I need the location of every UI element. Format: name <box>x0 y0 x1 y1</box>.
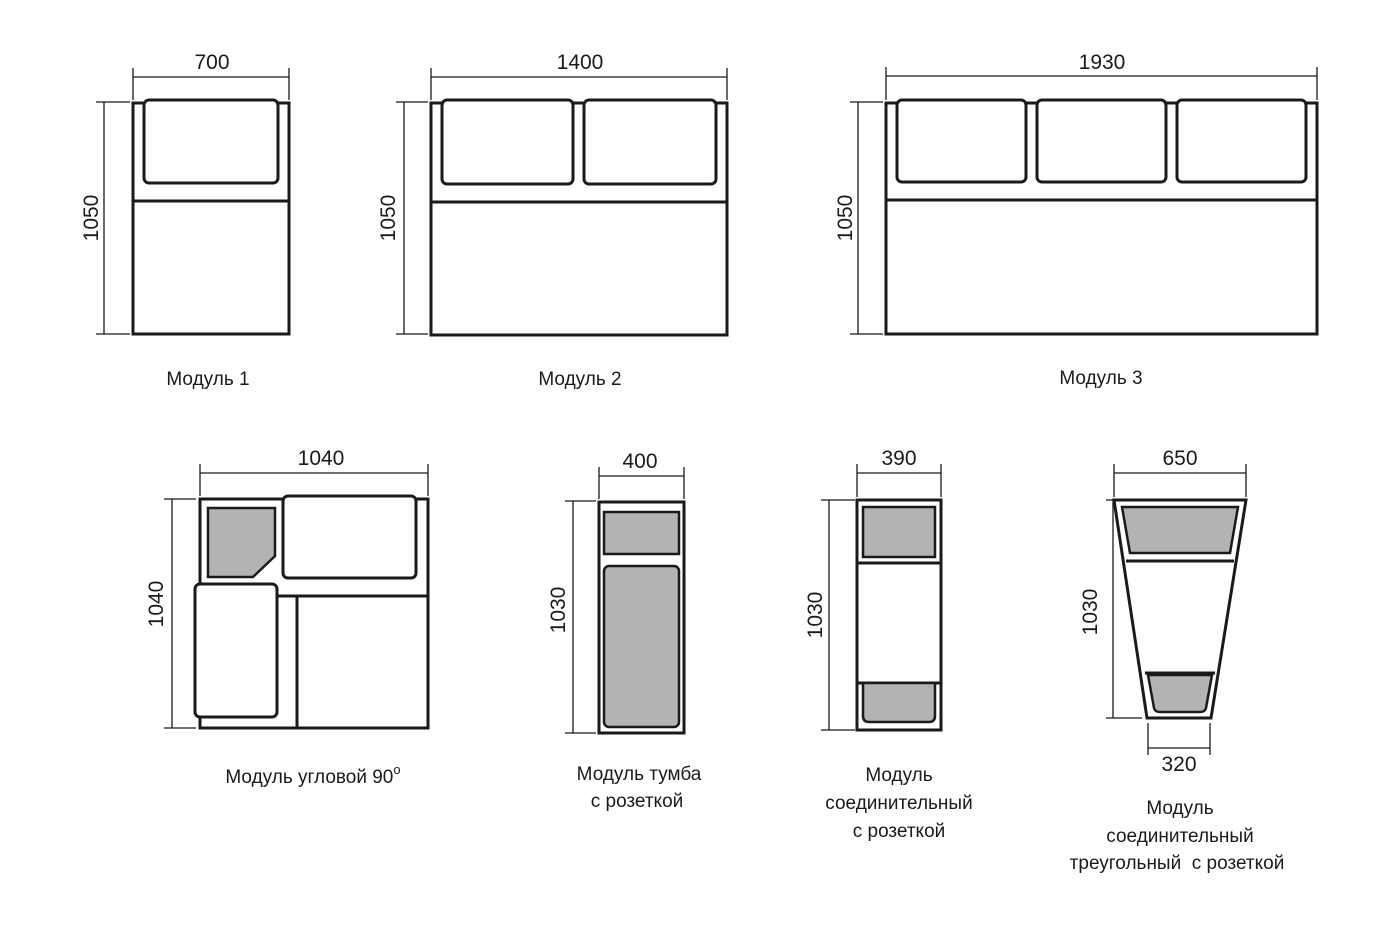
height-dimension: 1050 <box>834 101 883 335</box>
width-label: 700 <box>194 51 229 74</box>
height-label: 1040 <box>145 581 168 628</box>
width-dimension: 390 <box>856 447 942 497</box>
height-dimension: 1030 <box>1079 499 1142 719</box>
module-tumba: 400 1030 Модуль тумба с розеткой <box>547 450 702 812</box>
module-caption: Модуль угловой 90о <box>225 762 400 788</box>
back-cushion <box>1175 98 1308 184</box>
back-cushion <box>582 98 718 186</box>
bottom-width-dimension: 320 <box>1147 723 1211 776</box>
module-caption-line-1: Модуль <box>1146 798 1213 819</box>
height-dimension: 1030 <box>547 500 596 734</box>
socket-panel-top <box>861 505 937 559</box>
socket-panel-bottom <box>861 681 937 724</box>
back-cushion <box>281 494 418 580</box>
module-caption: Модуль 3 <box>1059 368 1142 389</box>
width-dimension: 700 <box>132 51 290 100</box>
socket-panel-bottom <box>1146 673 1214 714</box>
module-caption-line-1: Модуль тумба <box>577 764 702 785</box>
socket-panel <box>602 510 681 556</box>
module-caption-line-2: соединительный <box>825 793 972 814</box>
side-back-cushion <box>193 582 279 719</box>
caption-superscript: о <box>393 762 400 777</box>
back-cushion <box>895 98 1028 184</box>
module-caption-line-2: с розеткой <box>591 791 684 812</box>
width-dimension: 1040 <box>199 447 429 496</box>
back-cushion <box>1035 98 1168 184</box>
module-caption: Модуль 2 <box>538 369 621 390</box>
height-label: 1050 <box>834 195 857 242</box>
module-triangle: 650 1030 320 Модуль соединительный треуг… <box>1070 447 1285 874</box>
caption-main: Модуль угловой 90 <box>225 767 393 788</box>
module-caption-line-2: соединительный <box>1106 826 1253 847</box>
table-top <box>602 564 681 729</box>
module-caption-line-1: Модуль <box>865 765 932 786</box>
socket-panel-top <box>1120 505 1240 555</box>
width-label: 400 <box>622 450 657 473</box>
width-label: 1040 <box>298 447 345 470</box>
width-label: 390 <box>881 447 916 470</box>
corner-cushion <box>206 506 277 579</box>
height-label: 1030 <box>804 592 827 639</box>
height-label: 1030 <box>1079 589 1102 636</box>
back-cushion <box>142 98 280 185</box>
width-label: 1400 <box>557 51 604 74</box>
module-caption-line-3: треугольный с розеткой <box>1070 853 1285 874</box>
height-label: 1050 <box>80 195 103 242</box>
width-dimension: 1400 <box>430 51 728 100</box>
width-dimension: 400 <box>598 450 685 499</box>
width-dimension: 1930 <box>885 51 1318 100</box>
module-2: 1400 1050 Модуль 2 <box>377 51 729 390</box>
back-cushion <box>440 98 575 186</box>
module-corner: 1040 1040 Модуль угловой 90о <box>145 447 430 788</box>
bottom-width-label: 320 <box>1161 753 1196 776</box>
module-caption: Модуль 1 <box>166 369 249 390</box>
height-dimension: 1040 <box>145 498 196 729</box>
height-label: 1050 <box>377 195 400 242</box>
module-connector: 390 1030 Модуль соединительный с розетко… <box>804 447 973 842</box>
module-frame <box>1112 498 1248 720</box>
height-dimension: 1030 <box>804 499 855 731</box>
module-1: 700 1050 Модуль 1 <box>80 51 291 390</box>
width-label: 650 <box>1162 447 1197 470</box>
height-label: 1030 <box>547 587 570 634</box>
module-3: 1930 1050 Модуль 3 <box>834 51 1319 389</box>
module-caption-line-3: с розеткой <box>853 821 946 842</box>
width-label: 1930 <box>1079 51 1126 74</box>
height-dimension: 1050 <box>80 101 130 335</box>
height-dimension: 1050 <box>377 101 428 335</box>
width-dimension: 650 <box>1113 447 1247 497</box>
